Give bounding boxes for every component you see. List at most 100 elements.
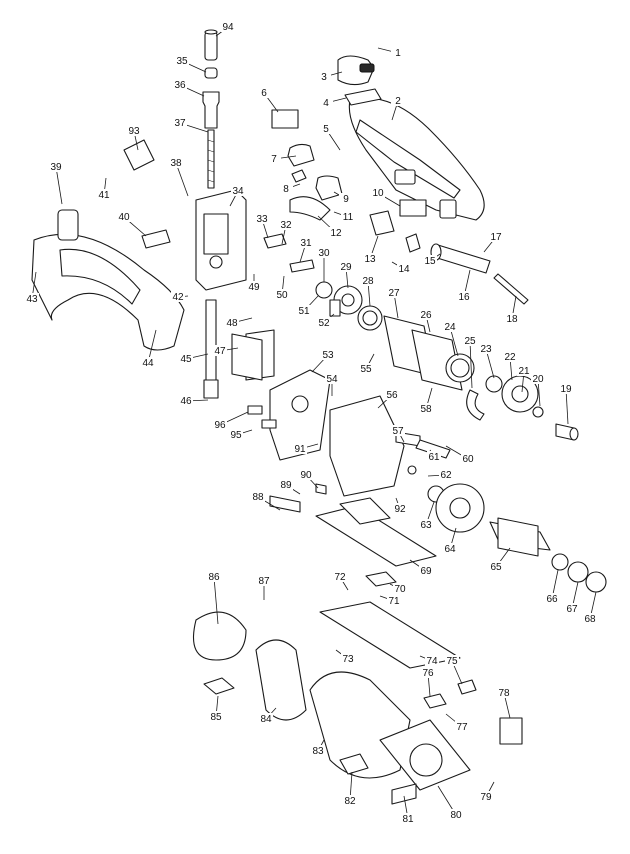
callout-bg-64 [443, 543, 457, 554]
callout-bg-45 [179, 353, 193, 364]
callout-48: 48 [226, 318, 238, 329]
callout-29: 29 [340, 262, 352, 273]
callout-bg-50 [275, 289, 289, 300]
base-frame [247, 369, 451, 497]
callout-bg-48 [225, 317, 239, 328]
callout-bg-79 [479, 791, 493, 802]
callout-44: 44 [142, 358, 154, 369]
callout-bg-86 [207, 571, 221, 582]
callout-23: 23 [480, 344, 492, 355]
callout-88: 88 [252, 492, 264, 503]
callout-80: 80 [450, 810, 462, 821]
callout-bg-58 [419, 403, 433, 414]
callout-bg-70 [393, 583, 407, 594]
callout-90: 90 [300, 470, 312, 481]
callout-bg-38 [169, 157, 183, 168]
base-plate [315, 497, 461, 669]
callout-83: 83 [312, 746, 324, 757]
leader-line-86 [213, 576, 219, 625]
callout-81: 81 [402, 814, 414, 825]
callout-21: 21 [518, 366, 530, 377]
callout-bg-11 [341, 211, 355, 222]
switch-housing [271, 55, 485, 253]
leader-line-25 [469, 340, 473, 389]
motor-housing [192, 611, 523, 805]
callout-bg-22 [503, 351, 517, 362]
callout-bg-73 [341, 653, 355, 664]
callout-bg-9 [339, 193, 353, 204]
callout-50: 50 [276, 290, 288, 301]
callout-64: 64 [444, 544, 456, 555]
callout-bg-71 [387, 595, 401, 606]
callout-38: 38 [170, 158, 182, 169]
callout-bg-7 [267, 153, 281, 164]
callout-bg-24 [443, 321, 457, 332]
callout-8: 8 [283, 184, 289, 195]
callout-20: 20 [532, 374, 544, 385]
callout-bg-76 [421, 667, 435, 678]
callout-bg-62 [439, 469, 453, 480]
callout-42: 42 [172, 292, 184, 303]
callout-bg-4 [319, 97, 333, 108]
callout-62: 62 [440, 470, 452, 481]
callout-bg-83 [311, 745, 325, 756]
callout-bg-84 [259, 713, 273, 724]
callout-94: 94 [222, 22, 234, 33]
callout-bg-42 [171, 291, 185, 302]
callout-30: 30 [318, 248, 330, 259]
callout-67: 67 [566, 604, 578, 615]
callout-17: 17 [490, 232, 502, 243]
callout-4: 4 [323, 98, 329, 109]
callout-bg-72 [333, 571, 347, 582]
callout-95: 95 [230, 430, 242, 441]
callout-bg-26 [419, 309, 433, 320]
callout-55: 55 [360, 364, 372, 375]
callout-bg-46 [179, 395, 193, 406]
callout-25: 25 [464, 336, 476, 347]
callout-bg-89 [279, 479, 293, 490]
callout-bg-47 [213, 345, 227, 356]
callout-bg-36 [173, 79, 187, 90]
callout-33: 33 [256, 214, 268, 225]
callout-58: 58 [420, 404, 432, 415]
callout-bg-77 [455, 721, 469, 732]
callout-43: 43 [26, 294, 38, 305]
callout-11: 11 [343, 212, 354, 223]
callout-79: 79 [480, 792, 492, 803]
callout-37: 37 [174, 118, 186, 129]
callout-bg-95 [229, 429, 243, 440]
callout-69: 69 [420, 566, 432, 577]
callout-63: 63 [420, 520, 432, 531]
callout-71: 71 [388, 596, 400, 607]
callout-28: 28 [362, 276, 374, 287]
callout-16: 16 [458, 292, 470, 303]
callout-bg-14 [397, 263, 411, 274]
callout-bg-94 [221, 21, 235, 32]
callout-bg-67 [565, 603, 579, 614]
callout-bg-61 [427, 451, 441, 462]
callout-bg-20 [531, 373, 545, 384]
callout-13: 13 [364, 254, 376, 265]
callout-bg-75 [445, 655, 459, 666]
callout-bg-68 [583, 613, 597, 624]
leader-line-39 [55, 166, 63, 205]
callout-bg-13 [363, 253, 377, 264]
handle-housing [31, 209, 185, 351]
callout-46: 46 [180, 396, 192, 407]
callout-bg-27 [387, 287, 401, 298]
callout-85: 85 [210, 712, 222, 723]
callout-27: 27 [388, 288, 400, 299]
callout-65: 65 [490, 562, 502, 573]
callout-bg-85 [209, 711, 223, 722]
callout-10: 10 [372, 188, 384, 199]
callout-bg-17 [489, 231, 503, 242]
callout-bg-8 [279, 183, 293, 194]
callout-bg-41 [97, 189, 111, 200]
callout-bg-25 [463, 335, 477, 346]
callout-bg-15 [423, 255, 437, 266]
callout-bg-69 [419, 565, 433, 576]
callout-47: 47 [214, 346, 226, 357]
callout-bg-60 [461, 453, 475, 464]
